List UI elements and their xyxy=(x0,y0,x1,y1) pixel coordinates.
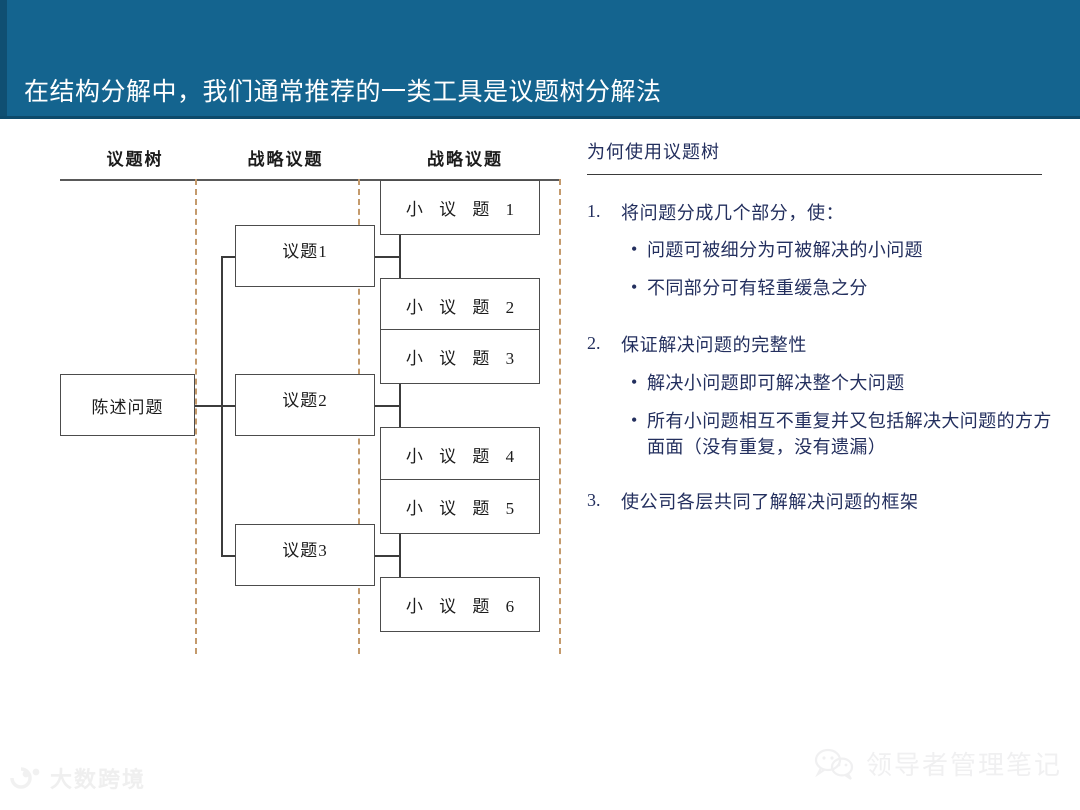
node-sub-issue-2[interactable]: 小 议 题 2 xyxy=(380,278,540,333)
panel-item-3-text: 使公司各层共同了解解决问题的框架 xyxy=(621,492,919,513)
column-header-strategic-issue-1: 战略议题 xyxy=(247,150,324,169)
title-band xyxy=(0,0,1080,119)
panel-item-1: 1. 将问题分成几个部分，使： • 问题可被细分为可被解决的小问题 • 不同部分… xyxy=(587,201,1057,301)
node-sub-issue-4[interactable]: 小 议 题 4 xyxy=(380,427,540,482)
panel-item-1-text: 将问题分成几个部分，使： xyxy=(621,203,845,223)
dashujingjing-logo-icon xyxy=(10,767,40,789)
connector-issue3-out xyxy=(375,555,400,557)
node-issue-1-label: 议题1 xyxy=(282,242,328,261)
column-header-issue-tree: 议题树 xyxy=(106,150,164,169)
watermark-right: 领导者管理笔记 xyxy=(812,745,1062,782)
slide-title: 在结构分解中，我们通常推荐的一类工具是议题树分解法 xyxy=(24,79,662,106)
panel-item-1-number: 1. xyxy=(587,201,601,221)
connector-spine-to-issue1 xyxy=(221,256,236,258)
panel-item-3: 3. 使公司各层共同了解解决问题的框架 xyxy=(587,490,1057,514)
connector-root-out xyxy=(195,405,222,407)
watermark-left-text: 大数跨境 xyxy=(50,767,147,792)
panel-item-2-number: 2. xyxy=(587,333,601,354)
issue-tree-diagram: 议题树 战略议题 战略议题 陈述问题 议题1 议题2 议题3 xyxy=(0,119,575,679)
node-sub-issue-6[interactable]: 小 议 题 6 xyxy=(380,577,540,632)
panel-item-2-bullet-2: • 所有小问题相互不重复并又包括解决大问题的方方面面（没有重复，没有遗漏） xyxy=(631,408,1057,460)
node-sub-issue-1-label: 小 议 题 1 xyxy=(405,200,521,219)
node-sub-issue-3-label: 小 议 题 3 xyxy=(405,349,521,368)
connector-issue1-out xyxy=(375,256,400,258)
bullet-dot-icon: • xyxy=(631,409,638,430)
why-panel-underline xyxy=(587,174,1042,175)
bullet-dot-icon: • xyxy=(631,277,638,298)
connector-issue1-spine xyxy=(399,207,401,306)
panel-item-1-bullet-1: • 问题可被细分为可被解决的小问题 xyxy=(631,237,1057,263)
panel-item-2-text: 保证解决问题的完整性 xyxy=(621,335,807,356)
wechat-icon xyxy=(814,748,854,780)
column-header-strategic-issue-2: 战略议题 xyxy=(427,150,503,169)
connector-spine-to-issue2 xyxy=(221,405,236,407)
node-sub-issue-5[interactable]: 小 议 题 5 xyxy=(380,479,540,534)
node-issue-2-label: 议题2 xyxy=(282,391,328,410)
divider-dashed-1 xyxy=(195,179,197,654)
band-bottom-edge xyxy=(0,116,1080,119)
panel-item-2-bullet-2-text: 所有小问题相互不重复并又包括解决大问题的方方面面（没有重复，没有遗漏） xyxy=(647,410,1052,457)
bullet-dot-icon: • xyxy=(631,371,638,392)
node-sub-issue-6-label: 小 议 题 6 xyxy=(405,597,521,616)
node-root-label: 陈述问题 xyxy=(91,398,164,417)
connector-issue2-out xyxy=(375,405,400,407)
why-panel-heading: 为何使用议题树 xyxy=(587,142,720,162)
panel-item-1-bullet-1-text: 问题可被细分为可被解决的小问题 xyxy=(647,240,923,261)
why-panel: 为何使用议题树 1. 将问题分成几个部分，使： • 问题可被细分为可被解决的小问… xyxy=(587,138,1057,514)
bullet-dot-icon: • xyxy=(631,239,638,260)
header-underline xyxy=(60,179,560,181)
node-sub-issue-4-label: 小 议 题 4 xyxy=(405,447,521,466)
node-sub-issue-1[interactable]: 小 议 题 1 xyxy=(380,180,540,235)
watermark-right-text: 领导者管理笔记 xyxy=(865,750,1062,780)
node-issue-1[interactable]: 议题1 xyxy=(235,225,375,287)
panel-item-2: 2. 保证解决问题的完整性 • 解决小问题即可解决整个大问题 • 所有小问题相互… xyxy=(587,333,1057,460)
node-issue-2[interactable]: 议题2 xyxy=(235,374,375,436)
panel-item-2-bullet-1-text: 解决小问题即可解决整个大问题 xyxy=(647,372,905,393)
node-issue-3-label: 议题3 xyxy=(282,541,328,560)
panel-item-1-bullet-2: • 不同部分可有轻重缓急之分 xyxy=(631,275,1057,301)
node-sub-issue-5-label: 小 议 题 5 xyxy=(405,499,521,518)
connector-spine-to-issue3 xyxy=(221,555,236,557)
node-root[interactable]: 陈述问题 xyxy=(60,374,195,436)
connector-issue3-spine xyxy=(399,506,401,605)
watermark-left: 大数跨境 xyxy=(8,762,146,794)
node-sub-issue-2-label: 小 议 题 2 xyxy=(405,298,521,317)
panel-item-2-bullet-1: • 解决小问题即可解决整个大问题 xyxy=(631,370,1057,396)
panel-item-1-bullet-2-text: 不同部分可有轻重缓急之分 xyxy=(647,278,868,299)
connector-issue2-spine xyxy=(399,356,401,455)
divider-dashed-3 xyxy=(559,179,561,654)
panel-item-3-number: 3. xyxy=(587,490,601,511)
node-sub-issue-3[interactable]: 小 议 题 3 xyxy=(380,329,540,384)
band-left-edge xyxy=(0,0,7,119)
node-issue-3[interactable]: 议题3 xyxy=(235,524,375,586)
